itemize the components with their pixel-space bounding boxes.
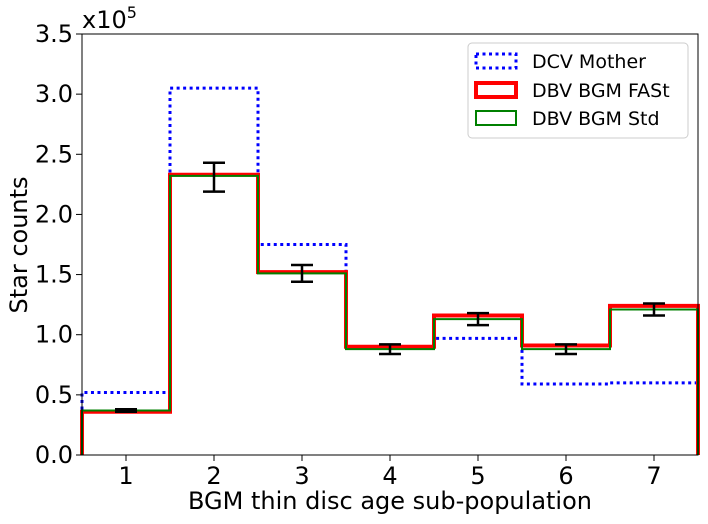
legend-frame: [467, 42, 689, 139]
x-tick-label: 6: [558, 462, 573, 490]
y-axis-label: Star counts: [5, 176, 33, 313]
x-tick-label: 2: [206, 462, 221, 490]
y-tick-label: 2.0: [35, 200, 73, 228]
x-tick-label: 5: [470, 462, 485, 490]
legend-swatch-dcv-mother: [474, 52, 518, 70]
y-tick-label: 2.5: [35, 140, 73, 168]
legend-label-dbv-bgm-fast: DBV BGM FASt: [532, 80, 670, 102]
x-tick-label: 7: [646, 462, 661, 490]
y-offset-label: x105: [82, 3, 137, 34]
error-bar-7: [643, 302, 665, 317]
error-bar-5: [467, 311, 489, 327]
y-tick-label: 0.0: [35, 441, 73, 469]
legend-swatch-dbv-bgm-std: [475, 110, 517, 126]
y-tick-label: 3.5: [35, 20, 73, 48]
legend-swatch-dbv-bgm-fast: [474, 81, 518, 99]
error-bar-6: [555, 343, 577, 356]
error-bar-2: [203, 161, 225, 193]
y-axis: 0.0 0.5 1.0 1.5 2.0 2.5 3.0 3.5: [35, 20, 82, 469]
x-tick-label: 3: [294, 462, 309, 490]
error-bar-layer: [115, 161, 665, 413]
x-tick-label: 1: [118, 462, 133, 490]
y-tick-label: 0.5: [35, 381, 73, 409]
y-offset-exponent: 5: [127, 3, 137, 22]
x-tick-label: 4: [382, 462, 397, 490]
y-tick-label: 3.0: [35, 80, 73, 108]
error-bar-4: [379, 343, 401, 356]
error-bar-1: [115, 408, 137, 413]
legend-label-dcv-mother: DCV Mother: [532, 51, 646, 73]
error-bar-3: [291, 263, 313, 284]
legend-label-dbv-bgm-std: DBV BGM Std: [532, 108, 660, 130]
x-axis: 1 2 3 4 5 6 7: [118, 455, 662, 490]
x-axis-label: BGM thin disc age sub-population: [188, 487, 592, 515]
y-tick-label: 1.0: [35, 321, 73, 349]
y-tick-label: 1.5: [35, 261, 73, 289]
